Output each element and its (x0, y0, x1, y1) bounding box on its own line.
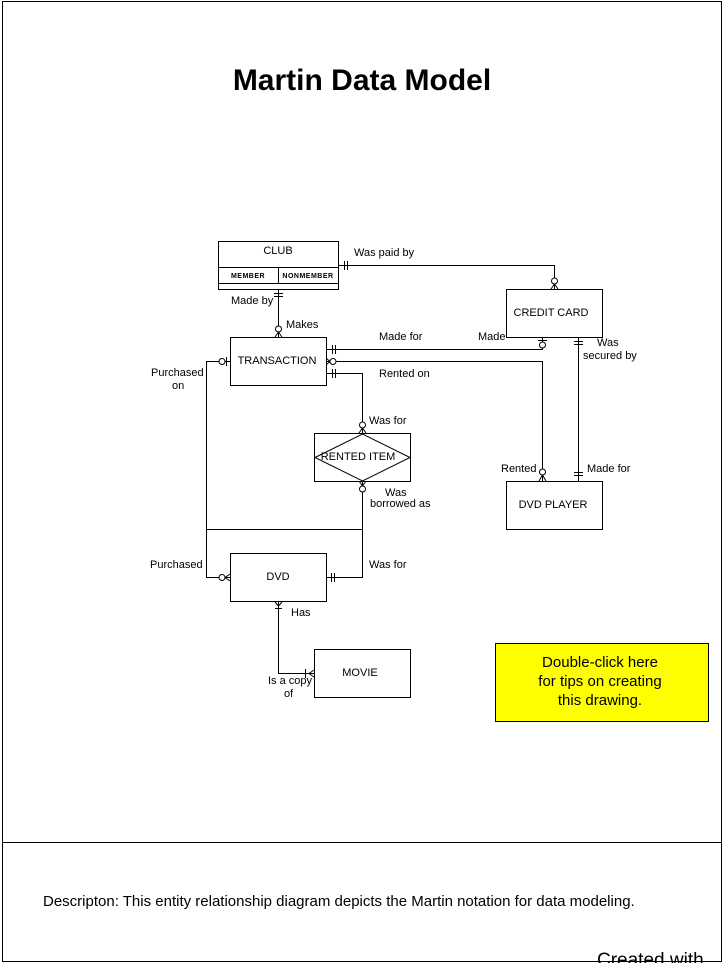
entity-rented-item-name: RENTED ITEM (321, 451, 396, 463)
footer-created-with: Created with (597, 950, 704, 963)
label-is-a-copy: Is a copy (268, 675, 313, 687)
entity-dvd-name: DVD (266, 571, 289, 583)
label-purchased-on-2: on (172, 380, 184, 392)
entity-dvd[interactable]: DVD (230, 553, 327, 602)
label-rented-on: Rented on (379, 368, 430, 380)
label-was-for-2: Was for (369, 559, 407, 571)
transaction-dvdplayer-line (326, 361, 543, 481)
entity-movie[interactable]: MOVIE (314, 649, 411, 698)
entity-transaction-name: TRANSACTION (238, 355, 317, 367)
label-was-secured: Was (597, 337, 619, 349)
label-rented: Rented (501, 463, 536, 475)
label-was-borrowed: Was (385, 487, 407, 499)
tips-note[interactable]: Double-click here for tips on creating t… (495, 643, 709, 722)
tips-note-line1: Double-click here (542, 654, 658, 671)
transaction-dvd-line (206, 361, 230, 578)
entity-dvd-player[interactable]: DVD PLAYER (506, 481, 603, 530)
dvd-movie-line (278, 601, 314, 674)
transaction-creditcard-line (326, 337, 543, 350)
entity-club[interactable]: CLUB MEMBER NONMEMBER (218, 241, 339, 290)
label-was-paid-by: Was paid by (354, 247, 415, 259)
entity-rented-item[interactable]: RENTED ITEM (313, 433, 412, 482)
label-secured-by: secured by (583, 350, 637, 362)
label-was-for: Was for (369, 415, 407, 427)
label-makes: Makes (286, 319, 319, 331)
transaction-renteditem-line (326, 373, 363, 433)
subtype-nonmember: NONMEMBER (282, 273, 333, 280)
club-creditcard-line (338, 265, 555, 289)
entity-movie-name: MOVIE (342, 667, 377, 679)
cardinality-marks (218, 261, 583, 678)
label-purchased-on: Purchased (151, 367, 204, 379)
label-borrowed-as: borrowed as (370, 498, 431, 510)
label-made-for-2: Made for (587, 463, 631, 475)
label-of: of (284, 688, 294, 700)
subtype-member: MEMBER (231, 273, 265, 280)
tips-note-line3: this drawing. (558, 692, 642, 709)
relationship-labels: Was paid by Made by Makes Made for Made … (150, 247, 637, 700)
label-made-by: Made by (231, 295, 274, 307)
entity-club-name: CLUB (263, 245, 292, 257)
label-made-for: Made for (379, 331, 423, 343)
label-made: Made (478, 331, 506, 343)
label-purchased: Purchased (150, 559, 203, 571)
renteditem-dvd-line (326, 481, 363, 578)
entity-credit-card[interactable]: CREDIT CARD (506, 289, 603, 338)
page-title: Martin Data Model (233, 64, 491, 97)
tips-note-line2: for tips on creating (538, 673, 661, 690)
entity-transaction[interactable]: TRANSACTION (230, 337, 327, 386)
entity-credit-card-name: CREDIT CARD (514, 307, 589, 319)
label-has: Has (291, 607, 311, 619)
description-text: Descripton: This entity relationship dia… (43, 893, 635, 910)
entity-dvd-player-name: DVD PLAYER (519, 499, 588, 511)
